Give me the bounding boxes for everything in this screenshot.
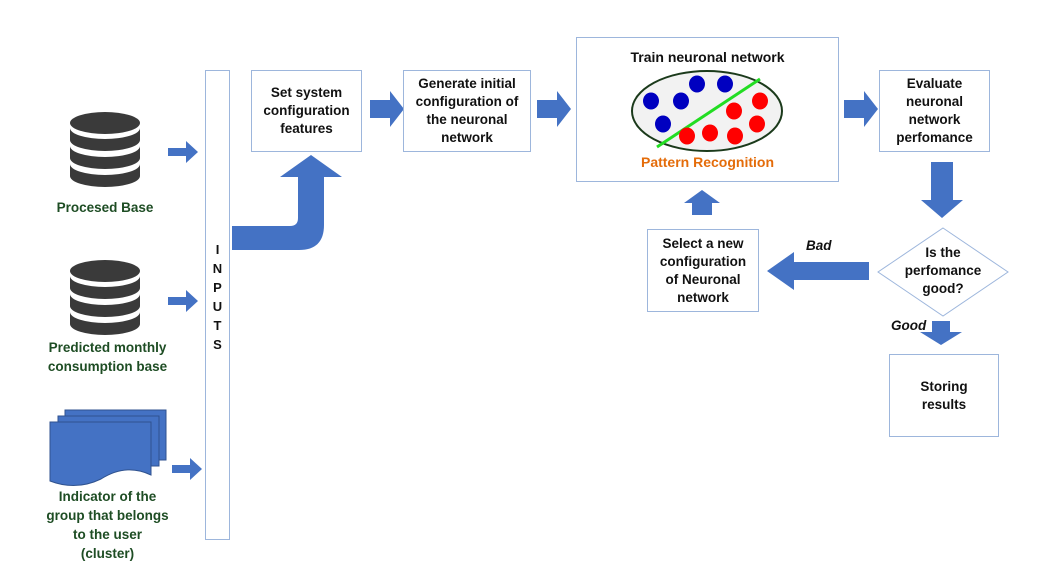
step-evaluate-performance: Evaluate neuronal network perfomance	[879, 70, 990, 152]
train-title: Train neuronal network	[630, 49, 785, 65]
decision-diamond	[877, 227, 1009, 317]
inputs-letter: I	[215, 242, 220, 257]
class-b-points	[679, 92, 768, 145]
label-line: Predicted monthly	[48, 340, 167, 355]
input-label-cluster: Indicator of the group that belongs to t…	[30, 487, 185, 563]
arrow-left-bad	[767, 252, 869, 290]
decision-line: Is the	[925, 245, 961, 260]
step-train-neuronal-network: Train neuronal network Pattern Recogniti…	[576, 37, 839, 182]
decision-text: Is the perfomance good?	[893, 244, 993, 298]
label-line: (cluster)	[80, 546, 135, 561]
inputs-letter: P	[213, 280, 222, 295]
inputs-column-label: I N P U T S	[205, 240, 230, 354]
label-line: to the user	[72, 527, 142, 542]
label-line: group that belongs	[46, 508, 169, 523]
decision-line: perfomance	[904, 263, 982, 278]
step-line: Generate initial	[418, 76, 516, 91]
database-icon	[70, 112, 140, 187]
step-set-system-configuration: Set system configuration features	[251, 70, 362, 152]
arrow-right	[168, 290, 198, 312]
step-select-new-configuration: Select a new configuration of Neuronal n…	[647, 229, 759, 312]
arrow-right	[168, 141, 198, 163]
class-a-points	[643, 75, 733, 133]
database-icon	[70, 260, 140, 335]
arrow-up	[684, 190, 720, 215]
step-line: neuronal	[905, 94, 963, 109]
bent-arrow-up	[232, 155, 342, 250]
step-line: network	[677, 289, 729, 305]
input-label-predicted-consumption: Predicted monthly consumption base	[30, 338, 185, 376]
inputs-column	[205, 70, 230, 540]
inputs-letter: U	[212, 299, 223, 314]
step-line: of Neuronal	[665, 271, 741, 287]
step-line: results	[921, 396, 967, 412]
inputs-letter: S	[213, 337, 222, 352]
edge-label-good: Good	[891, 318, 927, 333]
inputs-letter: N	[212, 261, 223, 276]
label-line: Indicator of the	[58, 489, 157, 504]
arrow-down-good	[920, 321, 962, 345]
edge-label-bad: Bad	[806, 238, 832, 253]
step-line: features	[280, 121, 333, 136]
arrow-right	[370, 91, 404, 127]
step-storing-results: Storing results	[889, 354, 999, 437]
inputs-letter: T	[213, 318, 222, 333]
step-line: Select a new	[662, 235, 744, 251]
step-line: configuration	[659, 253, 747, 269]
step-line: network	[441, 130, 493, 145]
step-line: configuration of	[415, 94, 519, 109]
decision-line: good?	[922, 281, 964, 296]
step-line: the neuronal	[426, 112, 508, 127]
separator-line	[656, 77, 761, 149]
step-line: configuration	[263, 103, 350, 118]
pattern-recognition-illustration	[631, 70, 783, 152]
multi-document-icon	[49, 409, 167, 486]
step-line: network	[908, 112, 961, 127]
step-line: Evaluate	[906, 76, 963, 91]
arrow-right	[537, 91, 571, 127]
step-line: perfomance	[896, 130, 973, 145]
input-label-procesed-base: Procesed Base	[56, 200, 154, 215]
pattern-recognition-caption: Pattern Recognition	[640, 154, 774, 170]
arrow-right	[844, 91, 878, 127]
arrow-down	[921, 162, 963, 218]
step-line: Storing	[920, 378, 968, 394]
step-line: Set system	[270, 85, 343, 100]
arrow-right	[172, 458, 202, 480]
label-line: consumption base	[47, 359, 168, 374]
step-generate-initial-configuration: Generate initial configuration of the ne…	[403, 70, 531, 152]
